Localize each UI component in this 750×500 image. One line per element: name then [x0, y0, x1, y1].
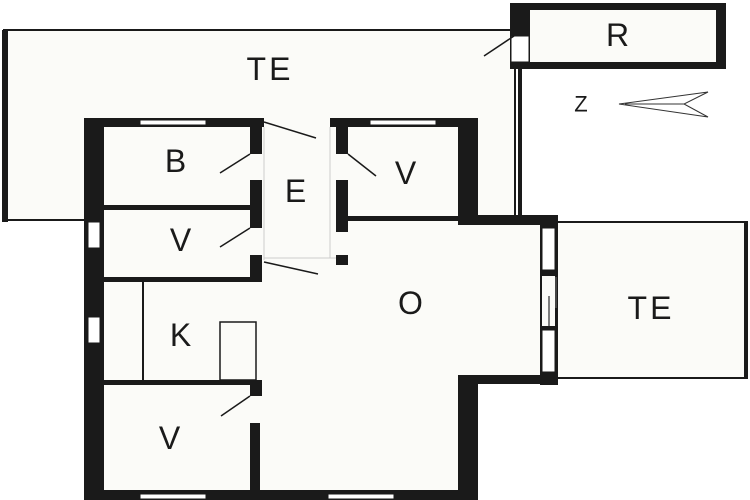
doors	[219, 121, 377, 417]
room-label-terrace-top: TE	[247, 51, 294, 87]
room-label-entrance: E	[285, 173, 309, 209]
room-label-bedroom-top-right: V	[395, 155, 419, 191]
room-label-bathroom: B	[165, 143, 189, 179]
room-label-bedroom-bottom: V	[159, 420, 183, 456]
room-label-living-room: O	[398, 285, 426, 321]
storage-room	[483, 3, 726, 219]
terrace-right	[554, 221, 748, 379]
house-floor	[84, 120, 557, 497]
room-label-terrace-right: TE	[628, 290, 675, 326]
room-label-storage: R	[606, 17, 632, 53]
windows	[87, 119, 557, 500]
north-arrow-icon: Z	[574, 92, 709, 118]
compass-label: Z	[574, 92, 587, 117]
room-label-kitchen: K	[170, 317, 194, 353]
interior-walls	[104, 118, 460, 495]
kitchen-counters	[142, 282, 257, 381]
room-label-bedroom-middle: V	[170, 222, 194, 258]
